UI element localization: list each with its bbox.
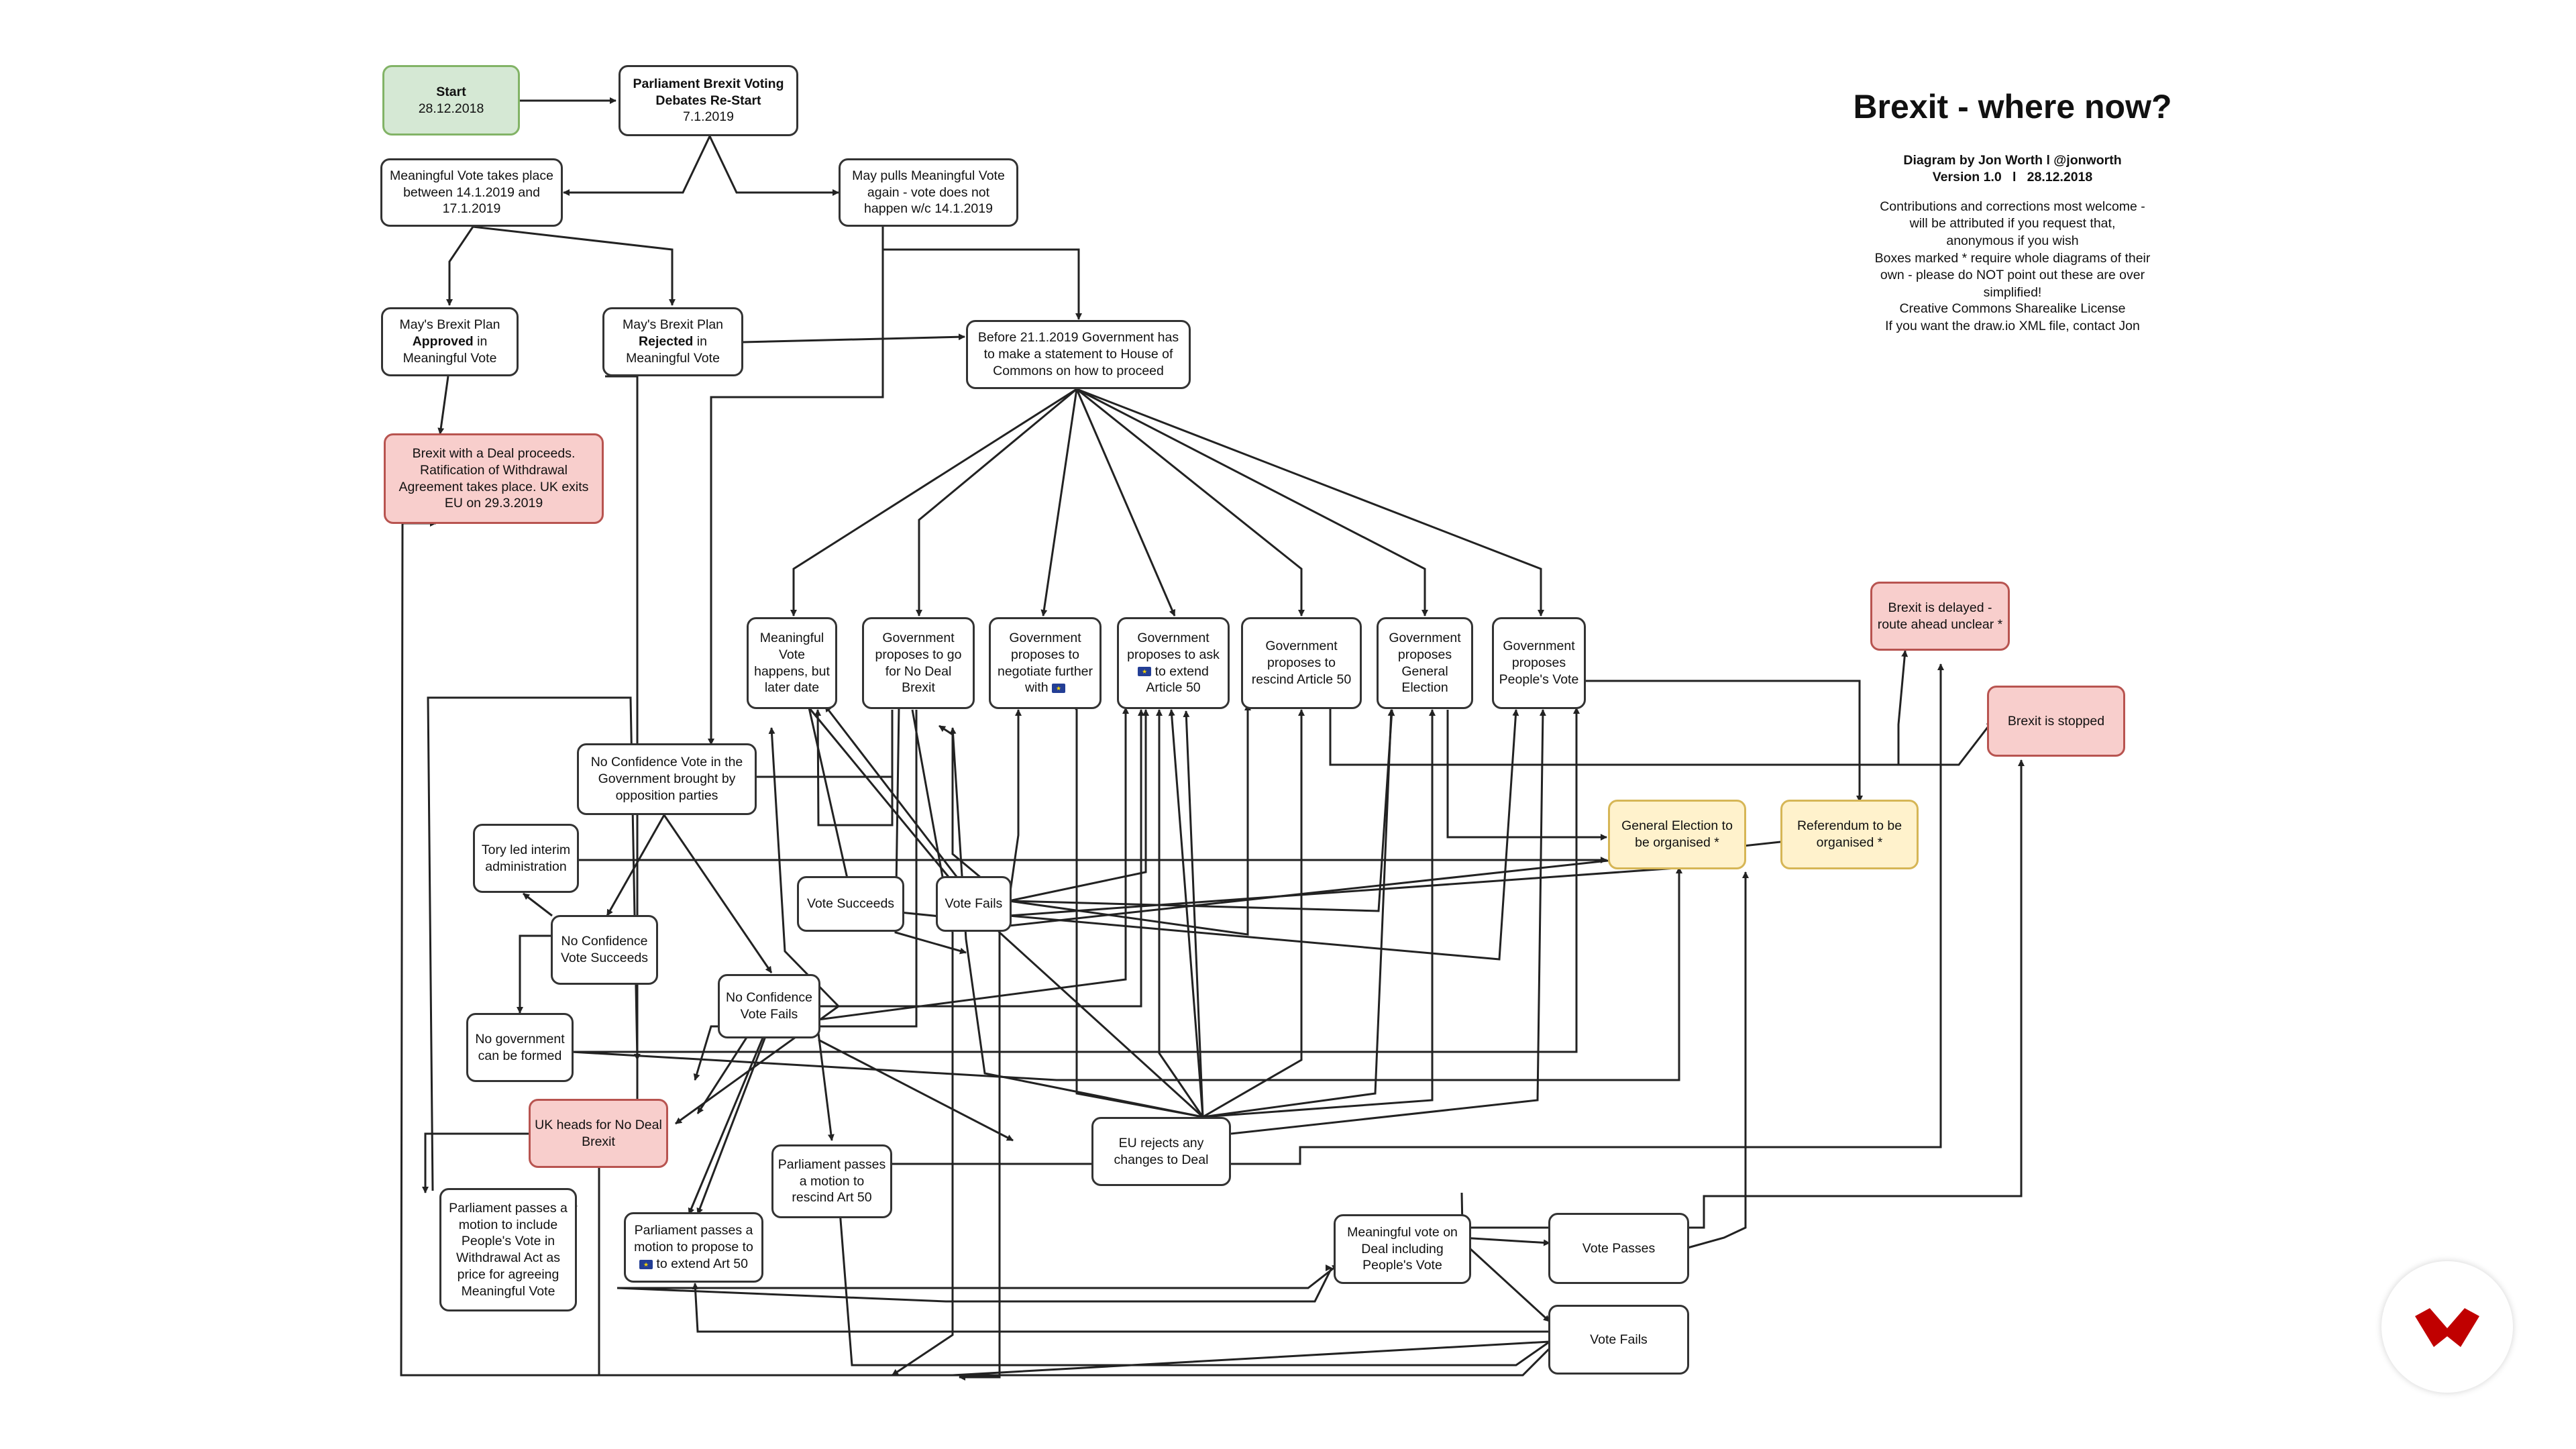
- eu-rejects-label: EU rejects any changes to Deal: [1114, 1135, 1209, 1167]
- may-pulls-vote-box: May pulls Meaningful Vote again - vote d…: [839, 158, 1018, 227]
- xml-note: If you want the draw.io XML file, contac…: [1885, 319, 2140, 333]
- peoples-vote-proposal-box: Government proposes People's Vote: [1492, 617, 1586, 709]
- contributions-note: Contributions and corrections most welco…: [1880, 199, 2145, 248]
- debates-restart-date: 7.1.2019: [683, 109, 734, 125]
- debates-restart-label: Parliament Brexit Voting Debates Re-Star…: [633, 76, 784, 108]
- rescind-proposal-box: Government proposes to rescind Article 5…: [1241, 617, 1362, 709]
- vote-succeeds-label: Vote Succeeds: [806, 896, 895, 912]
- no-deal-outcome-label: UK heads for No Deal Brexit: [535, 1117, 662, 1149]
- vote-passes-box: Vote Passes: [1548, 1213, 1689, 1284]
- general-election-organised-label: General Election to be organised *: [1621, 818, 1733, 850]
- rescind-motion-box: Parliament passes a motion to rescind Ar…: [771, 1144, 892, 1218]
- mv-peoples-vote-label: Meaningful vote on Deal including People…: [1347, 1224, 1458, 1273]
- version: Version 1.0 l 28.12.2018: [1932, 170, 2093, 184]
- referendum-organised-box: Referendum to be organised *: [1780, 800, 1919, 869]
- extend-article-50-box: Government proposes to ask to extend Art…: [1117, 617, 1230, 709]
- brexit-delayed-box: Brexit is delayed - route ahead unclear …: [1870, 582, 2010, 651]
- brexit-delayed-label: Brexit is delayed - route ahead unclear …: [1877, 600, 2003, 632]
- general-election-proposal-box: Government proposes General Election: [1377, 617, 1473, 709]
- extend-article-50-label: Government proposes to ask to extend Art…: [1123, 630, 1224, 696]
- eu-rejects-box: EU rejects any changes to Deal: [1091, 1117, 1231, 1186]
- license-note: Creative Commons Sharealike License: [1899, 301, 2126, 316]
- referendum-organised-label: Referendum to be organised *: [1796, 818, 1902, 850]
- meaningful-vote-box: Meaningful Vote takes place between 14.1…: [380, 158, 563, 227]
- start-label: Start: [436, 84, 466, 99]
- mv-later-box: Meaningful Vote happens, but later date: [747, 617, 837, 709]
- byline: Diagram by Jon Worth l @jonworth: [1903, 153, 2122, 168]
- negotiate-further-label: Government proposes to negotiate further…: [995, 630, 1095, 696]
- ncv-fails-box: No Confidence Vote Fails: [718, 974, 820, 1038]
- ncv-succeeds-label: No Confidence Vote Succeeds: [560, 934, 649, 965]
- rescind-proposal-label: Government proposes to rescind Article 5…: [1251, 639, 1352, 687]
- start-date: 28.12.2018: [418, 101, 484, 116]
- deal-proceeds-box: Brexit with a Deal proceeds. Ratificatio…: [384, 433, 604, 524]
- brexit-stopped-label: Brexit is stopped: [2007, 713, 2105, 729]
- vote-fails-low-box: Vote Fails: [1548, 1305, 1689, 1375]
- vote-fails-mid-box: Vote Fails: [936, 876, 1012, 932]
- ncv-succeeds-box: No Confidence Vote Succeeds: [551, 915, 658, 985]
- peoples-vote-motion-box: Parliament passes a motion to include Pe…: [439, 1188, 577, 1311]
- red-chevron-logo-icon: [2415, 1308, 2479, 1347]
- rescind-motion-label: Parliament passes a motion to rescind Ar…: [777, 1157, 886, 1205]
- no-government-label: No government can be formed: [475, 1031, 565, 1063]
- peoples-vote-proposal-label: Government proposes People's Vote: [1499, 639, 1579, 687]
- government-statement-box: Before 21.1.2019 Government has to make …: [966, 320, 1191, 389]
- no-confidence-vote-label: No Confidence Vote in the Government bro…: [590, 755, 743, 803]
- no-deal-proposal-box: Government proposes to go for No Deal Br…: [862, 617, 975, 709]
- no-deal-proposal-label: Government proposes to go for No Deal Br…: [875, 631, 962, 696]
- ncv-fails-label: No Confidence Vote Fails: [726, 990, 812, 1022]
- brexit-stopped-box: Brexit is stopped: [1987, 686, 2125, 757]
- no-government-box: No government can be formed: [466, 1013, 574, 1082]
- eu-flag-icon: [639, 1259, 653, 1269]
- debates-restart-box: Parliament Brexit Voting Debates Re-Star…: [619, 65, 798, 136]
- may-pulls-vote-label: May pulls Meaningful Vote again - vote d…: [852, 168, 1005, 217]
- deal-proceeds-label: Brexit with a Deal proceeds. Ratificatio…: [398, 446, 589, 511]
- no-deal-outcome-box: UK heads for No Deal Brexit: [529, 1099, 668, 1168]
- eu-flag-icon: [1138, 667, 1152, 677]
- government-statement-label: Before 21.1.2019 Government has to make …: [977, 330, 1179, 378]
- vote-fails-low-label: Vote Fails: [1590, 1332, 1648, 1347]
- boxes-note: Boxes marked * require whole diagrams of…: [1874, 251, 2151, 300]
- peoples-vote-motion-label: Parliament passes a motion to include Pe…: [449, 1200, 568, 1299]
- tory-interim-box: Tory led interim administration: [473, 824, 579, 893]
- vote-passes-label: Vote Passes: [1582, 1240, 1656, 1256]
- eu-flag-icon: [1052, 684, 1066, 694]
- negotiate-further-box: Government proposes to negotiate further…: [989, 617, 1102, 709]
- diagram-title: Brexit - where now?: [1853, 88, 2172, 125]
- no-confidence-vote-box: No Confidence Vote in the Government bro…: [577, 743, 757, 815]
- general-election-proposal-label: Government proposes General Election: [1389, 631, 1461, 696]
- logo: [2381, 1261, 2513, 1393]
- mv-later-label: Meaningful Vote happens, but later date: [754, 631, 830, 696]
- extend-motion-label: Parliament passes a motion to propose to…: [630, 1222, 757, 1272]
- mv-peoples-vote-box: Meaningful vote on Deal including People…: [1334, 1214, 1471, 1284]
- general-election-organised-box: General Election to be organised *: [1608, 800, 1746, 869]
- vote-fails-mid-label: Vote Fails: [945, 896, 1003, 912]
- tory-interim-label: Tory led interim administration: [481, 842, 571, 874]
- extend-motion-box: Parliament passes a motion to propose to…: [624, 1212, 763, 1283]
- meaningful-vote-label: Meaningful Vote takes place between 14.1…: [390, 168, 553, 217]
- vote-succeeds-box: Vote Succeeds: [797, 876, 904, 932]
- start-box: Start 28.12.2018: [382, 65, 520, 136]
